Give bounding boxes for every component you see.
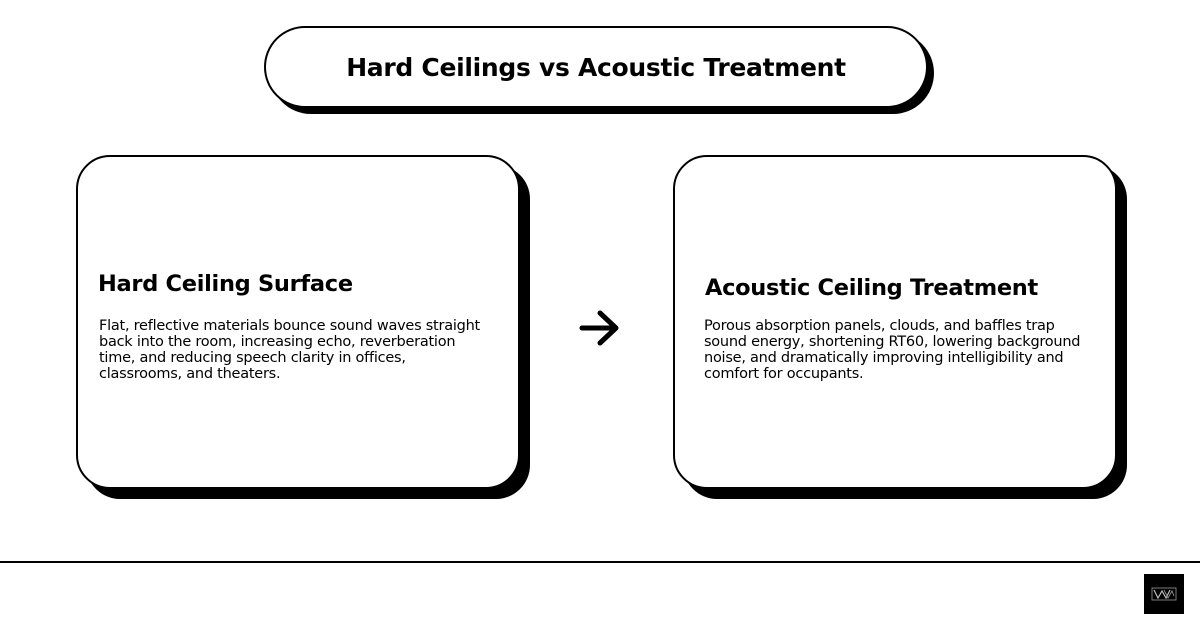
card-acoustic-treatment: Acoustic Ceiling Treatment Porous absorp…: [673, 155, 1117, 489]
card-body: Flat, reflective materials bounce sound …: [99, 318, 480, 382]
logo-mark-icon: [1151, 587, 1177, 601]
card-body: Porous absorption panels, clouds, and ba…: [704, 318, 1081, 382]
card-title: Hard Ceiling Surface: [98, 271, 353, 297]
card-title: Acoustic Ceiling Treatment: [705, 275, 1038, 301]
brand-logo-icon: [1144, 574, 1184, 614]
footer-divider: [0, 561, 1200, 563]
card-hard-ceiling: Hard Ceiling Surface Flat, reflective ma…: [76, 155, 520, 489]
arrow-right-icon: [579, 310, 619, 346]
title-pill: Hard Ceilings vs Acoustic Treatment: [264, 26, 928, 108]
diagram-title: Hard Ceilings vs Acoustic Treatment: [346, 52, 846, 82]
